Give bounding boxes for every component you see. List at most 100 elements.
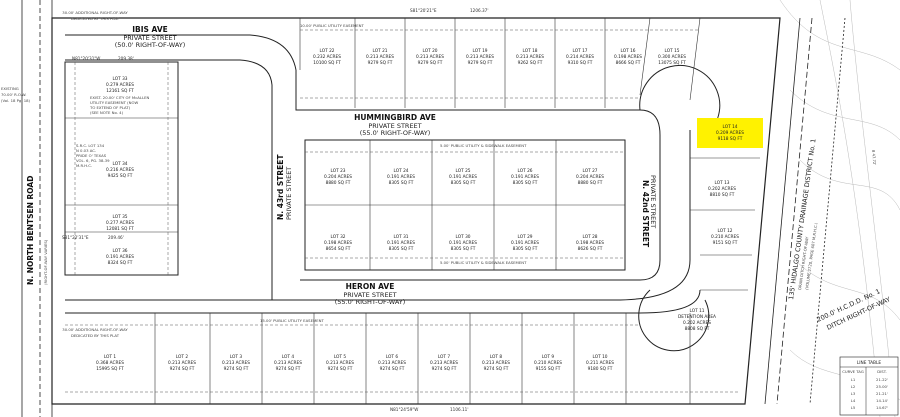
lot-sqft: 9274 SQ FT: [224, 366, 249, 372]
easement-labels: 10.00' PUBLIC UTILITY EASEMENT 5.00' PUB…: [260, 23, 527, 323]
src-l4: VOL. 6, PG. 38-39: [76, 158, 110, 163]
ibis-ave-type: PRIVATE STREET: [123, 34, 176, 42]
n42nd-street-type: PRIVATE STREET: [649, 175, 657, 228]
lot-acres: 0.213 ACRES: [516, 54, 544, 60]
line-table-cell: 14.14': [876, 398, 888, 403]
line-table-cell: 25.00': [876, 384, 888, 389]
lot-sqft: 9279 SQ FT: [468, 60, 493, 66]
lot-lot: LOT 32: [330, 234, 345, 240]
hummingbird-ave-row: (55.0' RIGHT-OF-WAY): [360, 129, 431, 137]
city-easement-l2: UTILITY EASEMENT (NOW: [90, 100, 138, 105]
ibis-bearing: N81°20'31"W: [72, 56, 100, 61]
bottom-additional-row: 30.00' ADDITIONAL RIGHT-OF-WAY: [62, 327, 128, 332]
street-layout: [64, 34, 721, 352]
lot-acres: 0.191 ACRES: [511, 240, 539, 246]
detention-lot: LOT 11: [689, 308, 704, 314]
lot-sqft: 8654 SQ FT: [326, 246, 351, 252]
lot-lot: LOT 6: [386, 354, 399, 360]
lot-sqft: 8880 SQ FT: [326, 180, 351, 186]
line-table-cell: L3: [851, 391, 856, 396]
mid-length: 209.46': [108, 235, 124, 240]
lot-acres: 0.368 ACRES: [96, 360, 124, 366]
bottom-bearing: N81°24'59"W: [390, 407, 418, 412]
line-table-frame: [839, 356, 899, 416]
easement-lines: [65, 29, 740, 393]
lot-acres: 0.204 ACRES: [576, 174, 604, 180]
lot-lot: LOT 13: [714, 180, 729, 186]
lot-acres: 0.213 ACRES: [168, 360, 196, 366]
lot-sqft: 13075 SQ FT: [658, 60, 686, 66]
lot-acres: 0.213 ACRES: [378, 360, 406, 366]
lot-lot: LOT 15: [664, 48, 679, 54]
lot-sqft: 8305 SQ FT: [513, 246, 538, 252]
src-note: S.R.C. LOT 134 N 0.03 AC. PRIDE O' TEXAS…: [76, 143, 110, 168]
lot-acres: 0.279 ACRES: [106, 82, 134, 88]
heron-ave-name: HERON AVE: [346, 282, 395, 291]
bottom-dedicated: DEDICATED BY THIS PLAT: [71, 333, 120, 338]
lot-sqft: 8666 SQ FT: [616, 60, 641, 66]
heron-ave-row: (55.0' RIGHT-OF-WAY): [335, 298, 406, 306]
lot-lot: LOT 7: [438, 354, 451, 360]
bottom-length: 1106.11': [450, 407, 468, 412]
lot-lot: LOT 8: [490, 354, 503, 360]
lot-acres: 0.213 ACRES: [222, 360, 250, 366]
lot-sqft: 9118 SQ FT: [718, 136, 743, 142]
bentsen-road-row: (RIGHT-OF-WAY VARIES): [43, 239, 48, 285]
lot-sqft: 8626 SQ FT: [578, 246, 603, 252]
heron-ave-type: PRIVATE STREET: [343, 291, 396, 299]
lot-lot: LOT 9: [542, 354, 555, 360]
lot-sqft: 15995 SQ FT: [96, 366, 124, 372]
lot-acres: 0.213 ACRES: [430, 360, 458, 366]
lot-sqft: 9274 SQ FT: [276, 366, 301, 372]
lot-acres: 0.214 ACRES: [566, 54, 594, 60]
lot-sqft: 9310 SQ FT: [568, 60, 593, 66]
top-bearing: S81°20'21"E: [410, 8, 437, 13]
lot-lot: LOT 25: [455, 168, 470, 174]
ibis-length: 209.38': [118, 56, 134, 61]
mid-bearing: S81°22'31"E: [62, 235, 89, 240]
street-labels: IBIS AVE PRIVATE STREET (50.0' RIGHT-OF-…: [26, 25, 657, 306]
lot-sqft: 8810 SQ FT: [710, 192, 735, 198]
right-margin-label: 8 47.72': [871, 150, 877, 166]
lot-sqft: 9274 SQ FT: [380, 366, 405, 372]
detention-acres: 0.202 ACRES: [683, 320, 711, 326]
lot-acres: 0.213 ACRES: [326, 360, 354, 366]
lot-acres: 0.191 ACRES: [511, 174, 539, 180]
left-existing: EXISTING: [1, 86, 19, 91]
top-length: 1206.37': [470, 8, 488, 13]
city-easement-note: EXIST. 20.00' CITY OF McALLEN UTILITY EA…: [89, 95, 150, 115]
lot-acres: 0.213 ACRES: [366, 54, 394, 60]
lot-lot: LOT 33: [112, 76, 127, 82]
lot-acres: 0.204 ACRES: [324, 174, 352, 180]
lot-sqft: 9180 SQ FT: [588, 366, 613, 372]
city-easement-l4: (SEE NOTE No. 4): [90, 110, 124, 115]
line-table-title: LINE TABLE: [857, 360, 882, 366]
top-dedicated: DEDICATED BY THIS PLAT: [71, 16, 120, 21]
drainage-row-lines: [764, 17, 846, 405]
line-table-header-dist: DIST.: [877, 369, 887, 374]
detention-area[interactable]: LOT 11 DETENTION AREA 0.202 ACRES 8808 S…: [678, 308, 716, 332]
lot-sqft: 9274 SQ FT: [432, 366, 457, 372]
lot-sqft: 9262 SQ FT: [518, 60, 543, 66]
line-table-cell: L4: [851, 398, 856, 403]
lot-14-highlight[interactable]: [697, 118, 763, 148]
lot-acres: 0.213 ACRES: [466, 54, 494, 60]
ibis-ave-row: (50.0' RIGHT-OF-WAY): [115, 41, 186, 49]
lot-lot: LOT 34: [112, 161, 127, 167]
lot-sqft: 8880 SQ FT: [578, 180, 603, 186]
lot-lot: LOT 28: [582, 234, 597, 240]
hummingbird-ave-name: HUMMINGBIRD AVE: [354, 113, 436, 122]
lot-lot: LOT 30: [455, 234, 470, 240]
lot-lot: LOT 10: [592, 354, 607, 360]
lot-sqft: 9151 SQ FT: [713, 240, 738, 246]
line-table-cell: L2: [851, 384, 856, 389]
lot-sqft: 8305 SQ FT: [451, 246, 476, 252]
lot-lot: LOT 22: [319, 48, 334, 54]
lot-acres: 0.213 ACRES: [274, 360, 302, 366]
line-table-cell: L1: [851, 377, 856, 382]
lot-lot: LOT 18: [522, 48, 537, 54]
lot-lot: LOT 31: [393, 234, 408, 240]
lot-sqft: 9274 SQ FT: [328, 366, 353, 372]
